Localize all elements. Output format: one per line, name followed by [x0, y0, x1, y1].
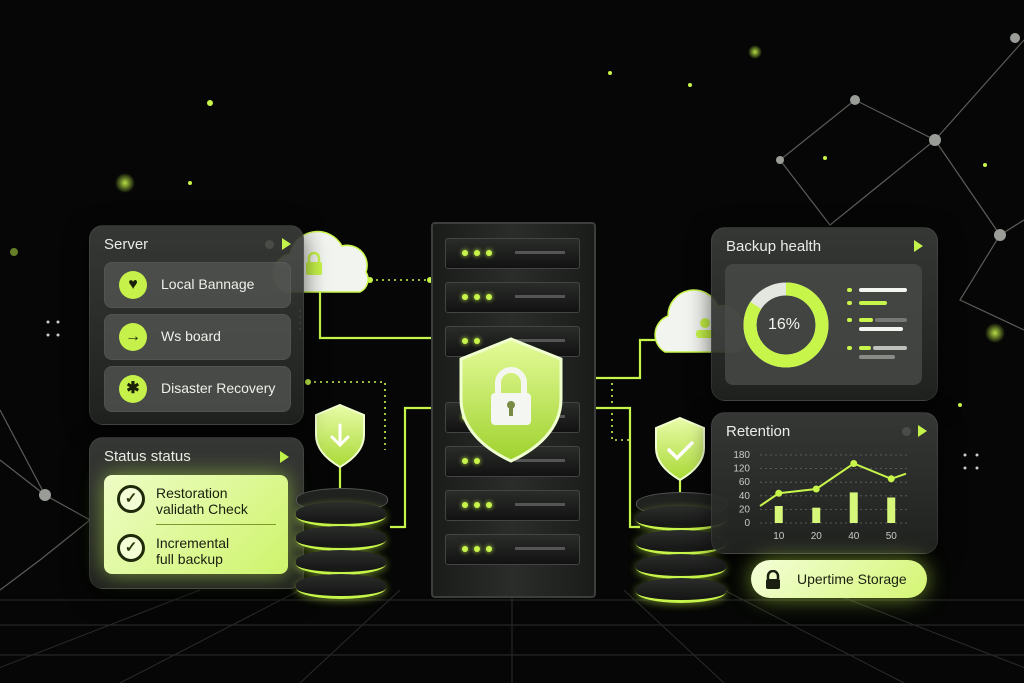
database-stack-left	[296, 488, 388, 599]
check-circle-icon: ✓	[117, 485, 145, 513]
shield-download-icon	[315, 403, 365, 469]
check-line2: full backup	[156, 551, 223, 567]
uptime-storage-button[interactable]: Upertime Storage	[751, 560, 927, 598]
expand-arrow-icon[interactable]	[918, 425, 927, 437]
health-dot	[847, 288, 852, 292]
floor-grid	[0, 589, 1024, 683]
server-panel-title: Server	[104, 236, 149, 253]
status-panel: Status status ✓ Restoration validath Che…	[89, 437, 304, 589]
retention-point	[887, 475, 895, 483]
rack-unit	[445, 282, 580, 313]
check-line1: Incremental	[156, 535, 230, 551]
health-bar	[875, 318, 907, 322]
x-tick-label: 50	[886, 531, 898, 542]
retention-line	[759, 462, 907, 507]
backup-health-panel: Backup health 16%	[711, 227, 938, 401]
expand-arrow-icon[interactable]	[914, 240, 923, 252]
server-panel: Server ♥ Local Bannage → Ws board ✱ Disa…	[89, 225, 304, 425]
rack-unit	[445, 490, 580, 521]
particles	[10, 45, 1005, 470]
check-incremental: Incremental full backup	[156, 535, 229, 567]
expand-arrow-icon[interactable]	[280, 451, 289, 463]
x-tick-label: 20	[811, 531, 823, 542]
health-dot	[847, 301, 852, 305]
health-dot	[847, 318, 852, 322]
backup-health-title: Backup health	[726, 238, 822, 255]
retention-point	[850, 460, 858, 467]
heart-icon: ♥	[119, 271, 147, 299]
server-item-label: Disaster Recovery	[161, 380, 276, 396]
server-item-disaster-recovery[interactable]: ✱ Disaster Recovery	[104, 366, 291, 412]
health-bar	[859, 346, 871, 350]
y-tick-label: 40	[739, 491, 751, 502]
retention-bar	[812, 507, 821, 523]
health-bar	[859, 288, 907, 292]
x-tick-label: 10	[773, 531, 785, 542]
health-bar	[859, 355, 895, 359]
donut-label: 16%	[768, 316, 801, 333]
check-line1: Restoration	[156, 485, 228, 501]
retention-chart: 180 120 60 40 20 0 10 20 40 50	[733, 450, 910, 542]
y-tick-label: 0	[744, 518, 750, 529]
server-item-label: Ws board	[161, 328, 221, 344]
expand-arrow-icon[interactable]	[282, 238, 291, 250]
retention-point	[775, 489, 783, 497]
dotted-connectors	[299, 279, 630, 450]
storage-label: Upertime Storage	[797, 571, 907, 587]
shield-check-icon	[655, 416, 705, 482]
retention-title: Retention	[726, 423, 791, 440]
health-bar	[859, 301, 887, 305]
status-checklist: ✓ Restoration validath Check ✓ Increment…	[104, 475, 288, 574]
check-restoration: Restoration validath Check	[156, 485, 248, 517]
y-tick-label: 180	[733, 450, 750, 461]
y-tick-label: 20	[739, 504, 751, 515]
health-bar	[873, 346, 907, 350]
health-bar	[859, 318, 873, 322]
check-line2: validath Check	[156, 501, 248, 517]
asterisk-icon: ✱	[119, 375, 147, 403]
server-item-local[interactable]: ♥ Local Bannage	[104, 262, 291, 308]
server-item-board[interactable]: → Ws board	[104, 314, 291, 360]
retention-bar	[849, 492, 858, 523]
y-tick-label: 60	[739, 477, 751, 488]
panel-dot	[265, 240, 274, 249]
status-panel-title: Status status	[104, 448, 191, 465]
rack-unit	[445, 238, 580, 269]
server-item-label: Local Bannage	[161, 276, 255, 292]
arrow-right-icon: →	[119, 323, 147, 351]
retention-bar	[774, 506, 783, 523]
health-donut	[743, 282, 829, 368]
health-bar	[859, 327, 903, 331]
panel-dot	[902, 427, 911, 436]
divider	[156, 524, 276, 525]
retention-bar	[887, 497, 896, 523]
lock-icon	[764, 569, 780, 589]
y-tick-label: 120	[733, 464, 750, 475]
network-nodes	[39, 33, 1020, 501]
health-dot	[847, 346, 852, 350]
x-tick-label: 40	[848, 531, 860, 542]
rack-unit	[445, 534, 580, 565]
main-shield-lock-icon	[459, 337, 563, 463]
retention-panel: Retention 180 120 60 40 20 0 10 20 40 50	[711, 412, 938, 554]
check-circle-icon: ✓	[117, 534, 145, 562]
retention-point	[812, 485, 820, 493]
